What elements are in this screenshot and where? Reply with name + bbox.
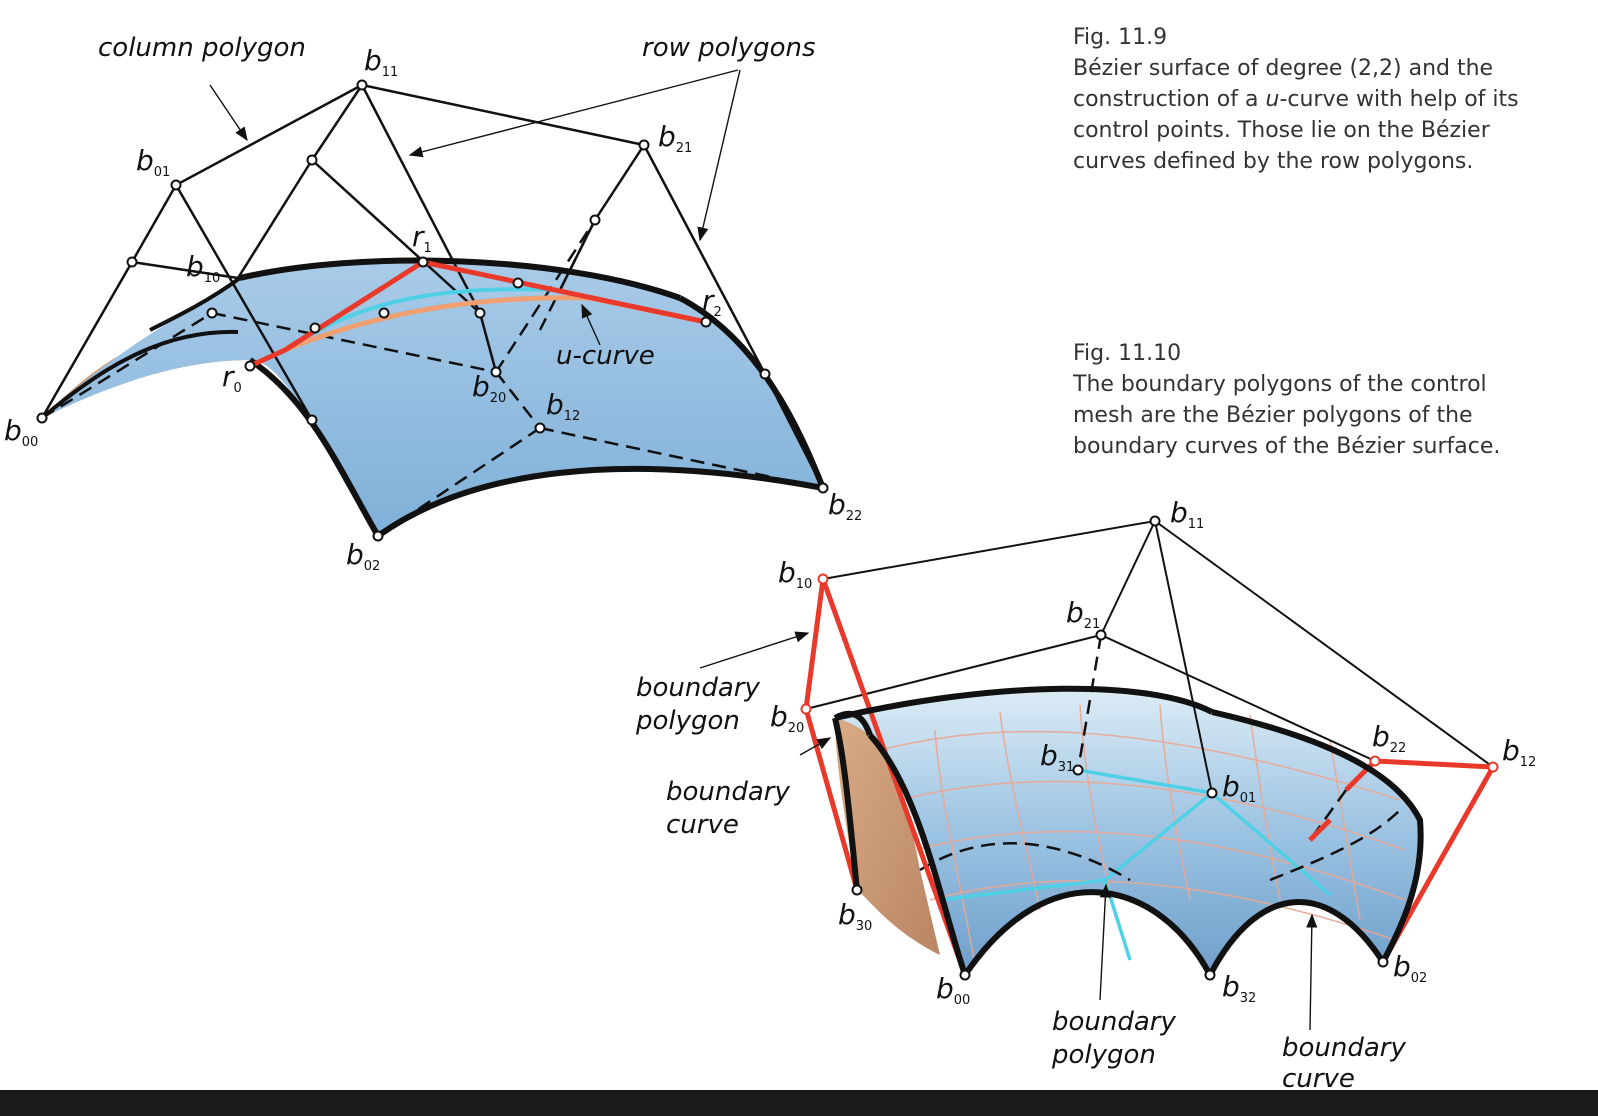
label2-b32: b32 [1222,970,1256,1006]
boundary-curve-top [239,257,682,301]
label2-b02: b02 [1393,950,1427,986]
label2-b22: b22 [1372,720,1406,756]
bezier-surface-2 [835,688,1420,975]
u-curve-label: u-curve [556,341,655,371]
label2-b11: b11 [1170,496,1204,532]
caption-number: Fig. 11.9 [1073,25,1168,50]
u-curve-orange [284,295,707,353]
caption-fig-11-9: Fig. 11.9 Bézier surface of degree (2,2)… [1073,22,1543,177]
inner-face-left [835,714,940,955]
annotation-arrows-2 [699,631,1318,1031]
caption-text-post: -curve with help of its control points. … [1073,87,1519,174]
caption-fig-11-10: Fig. 11.10 The boundary polygons of the … [1073,338,1543,462]
label-b20: b20 [472,370,506,406]
boundary-curve-label-2: boundary curve [1282,1033,1414,1094]
label-b10: b10 [186,250,220,286]
label2-b01: b01 [1222,770,1256,806]
label-r2: r2 [702,284,722,320]
control-points [36,79,829,542]
label2-b31: b31 [1040,739,1074,775]
label2-b20: b20 [770,700,804,736]
control-points-2 [800,515,1499,981]
figure-11-10: boundary polygon boundary curve boundary… [635,496,1536,1094]
r-polygon [248,259,707,369]
label-b01: b01 [136,144,170,180]
label2-b30: b30 [838,898,872,934]
surface-grid [879,704,1406,966]
boundary-curve-label-1: boundary curve [666,777,798,840]
label-b11: b11 [364,44,398,80]
label-b00: b00 [4,414,38,450]
boundary-curve-front [40,329,239,420]
hidden-edges-2 [919,634,1401,882]
label-b02: b02 [346,538,380,574]
boundary-curve-back [149,276,242,332]
caption-text-italic: u [1265,87,1280,112]
column-polygon-label: column polygon [98,33,306,63]
boundary-polygon-label-1: boundary polygon [635,673,768,736]
label-b22: b22 [828,488,862,524]
label2-b00: b00 [936,972,970,1008]
row-polygons-label: row polygons [642,33,816,63]
label2-b21: b21 [1066,596,1100,632]
label-r1: r1 [412,220,432,256]
boundary-curves-2 [832,685,1424,977]
boundary-curve-bottom [376,465,824,539]
caption-text: The boundary polygons of the control mes… [1073,372,1501,459]
annotation-arrows [209,69,741,346]
label2-b10: b10 [778,556,812,592]
figure-11-9: column polygon row polygons u-curve b00 … [4,33,862,574]
label-b21: b21 [658,120,692,156]
caption-text-pre: Bézier surface of degree (2,2) and the c… [1073,56,1494,112]
caption-number: Fig. 11.10 [1073,341,1182,366]
label-r0: r0 [222,360,242,396]
bottom-edge-strip [0,1090,1598,1116]
label2-b12: b12 [1502,734,1536,770]
label-b12: b12 [546,388,580,424]
boundary-polygon-label-2: boundary polygon [1051,1007,1184,1070]
